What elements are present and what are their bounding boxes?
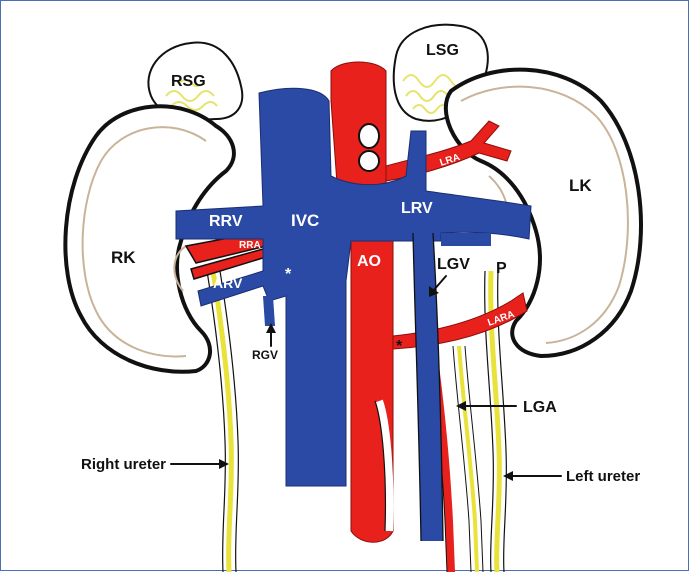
label-lrv: LRV <box>401 200 433 217</box>
label-rra: RRA <box>239 240 261 251</box>
left-gonadal-yellow-vessel <box>453 346 483 572</box>
label-left-ureter: Left ureter <box>566 468 640 485</box>
label-lk: LK <box>569 176 592 195</box>
label-p: P <box>496 260 507 277</box>
label-ao: AO <box>357 253 381 270</box>
label-lgv: LGV <box>437 256 470 273</box>
label-rgv: RGV <box>252 348 278 362</box>
label-asterisk-ivc: * <box>285 266 292 283</box>
left-lumbar-vein-stub <box>441 233 491 246</box>
right-gonadal-vein <box>263 296 275 326</box>
label-ivc: IVC <box>291 211 319 230</box>
label-lga: LGA <box>523 399 557 416</box>
label-rrv: RRV <box>209 213 243 230</box>
label-right-ureter: Right ureter <box>81 456 166 473</box>
left-renal-artery <box>386 121 511 181</box>
label-lsg: LSG <box>426 42 459 59</box>
label-asterisk-aorta: * <box>396 338 403 355</box>
left-gonadal-vein <box>413 233 443 541</box>
label-arv: ARV <box>213 275 243 291</box>
label-rk: RK <box>111 248 136 267</box>
label-rsg: RSG <box>171 73 206 90</box>
right-ureter-vessel <box>207 271 238 572</box>
